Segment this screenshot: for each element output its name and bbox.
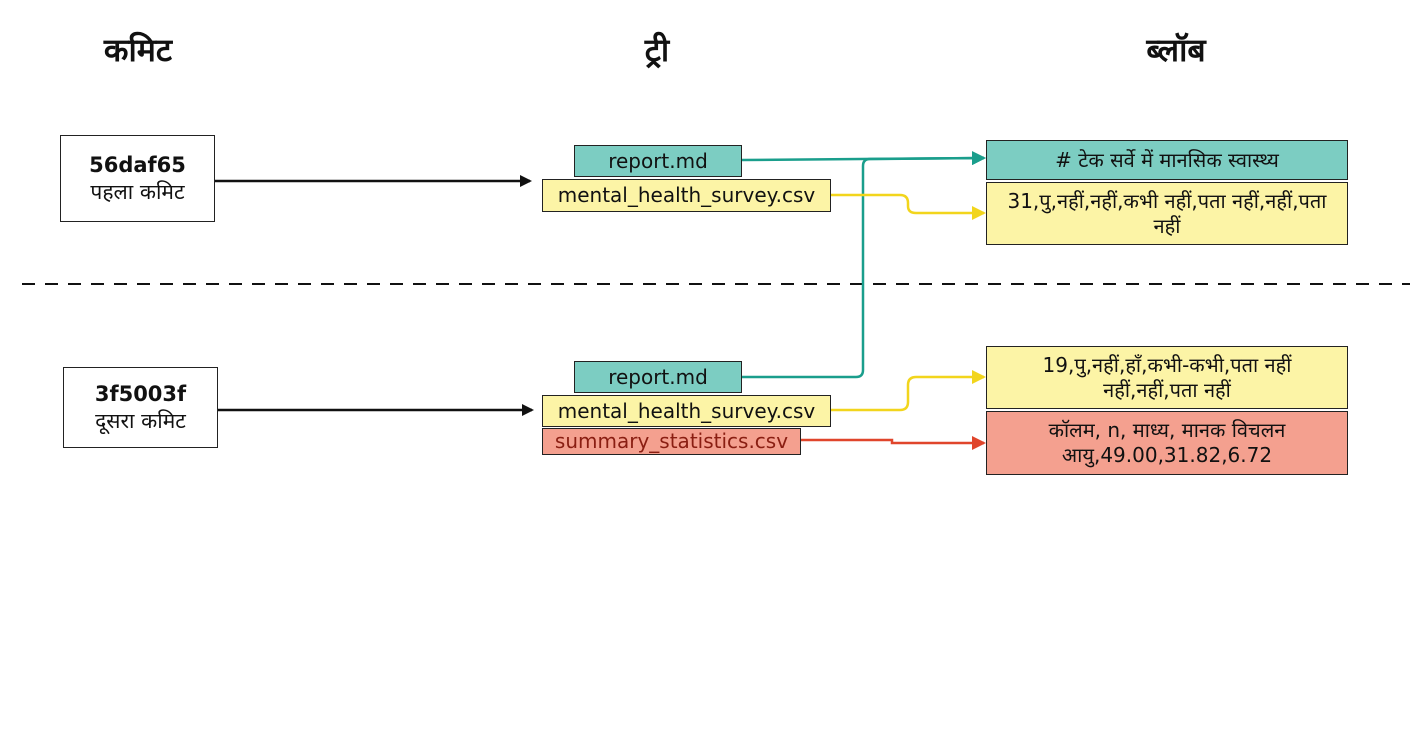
commit-message: दूसरा कमिट: [95, 408, 186, 433]
blob-survey-v2: 19,पु,नहीं,हाँ,कभी-कभी,पता नहीं नहीं,नही…: [986, 346, 1348, 409]
tree1-survey-link: [831, 193, 986, 220]
tree-column-heading: ट्री: [644, 31, 670, 69]
blob-column-heading: ब्लॉब: [1146, 31, 1206, 69]
blob-report: # टेक सर्वे में मानसिक स्वास्थ्य: [986, 140, 1348, 180]
tree2-summary-file: summary_statistics.csv: [542, 428, 801, 455]
commit-node-2: 3f5003f दूसरा कमिट: [63, 367, 218, 448]
commit-column-heading: कमिट: [103, 31, 173, 69]
tree2-report-link: [742, 151, 986, 379]
commit-node-1: 56daf65 पहला कमिट: [60, 135, 215, 222]
tree2-report-file: report.md: [574, 361, 742, 393]
commit-message: पहला कमिट: [90, 179, 185, 204]
tree1-survey-file: mental_health_survey.csv: [542, 179, 831, 212]
blob-summary: कॉलम, n, माध्य, मानक विचलन आयु,49.00,31.…: [986, 411, 1348, 475]
tree1-report-file: report.md: [574, 145, 742, 177]
commit-hash: 56daf65: [89, 153, 186, 178]
commit-hash: 3f5003f: [94, 382, 187, 407]
tree2-survey-file: mental_health_survey.csv: [542, 395, 831, 427]
tree2-summary-link: [801, 436, 986, 450]
blob-survey-v1: 31,पु,नहीं,नहीं,कभी नहीं,पता नहीं,नहीं,प…: [986, 182, 1348, 245]
tree2-survey-link: [831, 370, 986, 412]
